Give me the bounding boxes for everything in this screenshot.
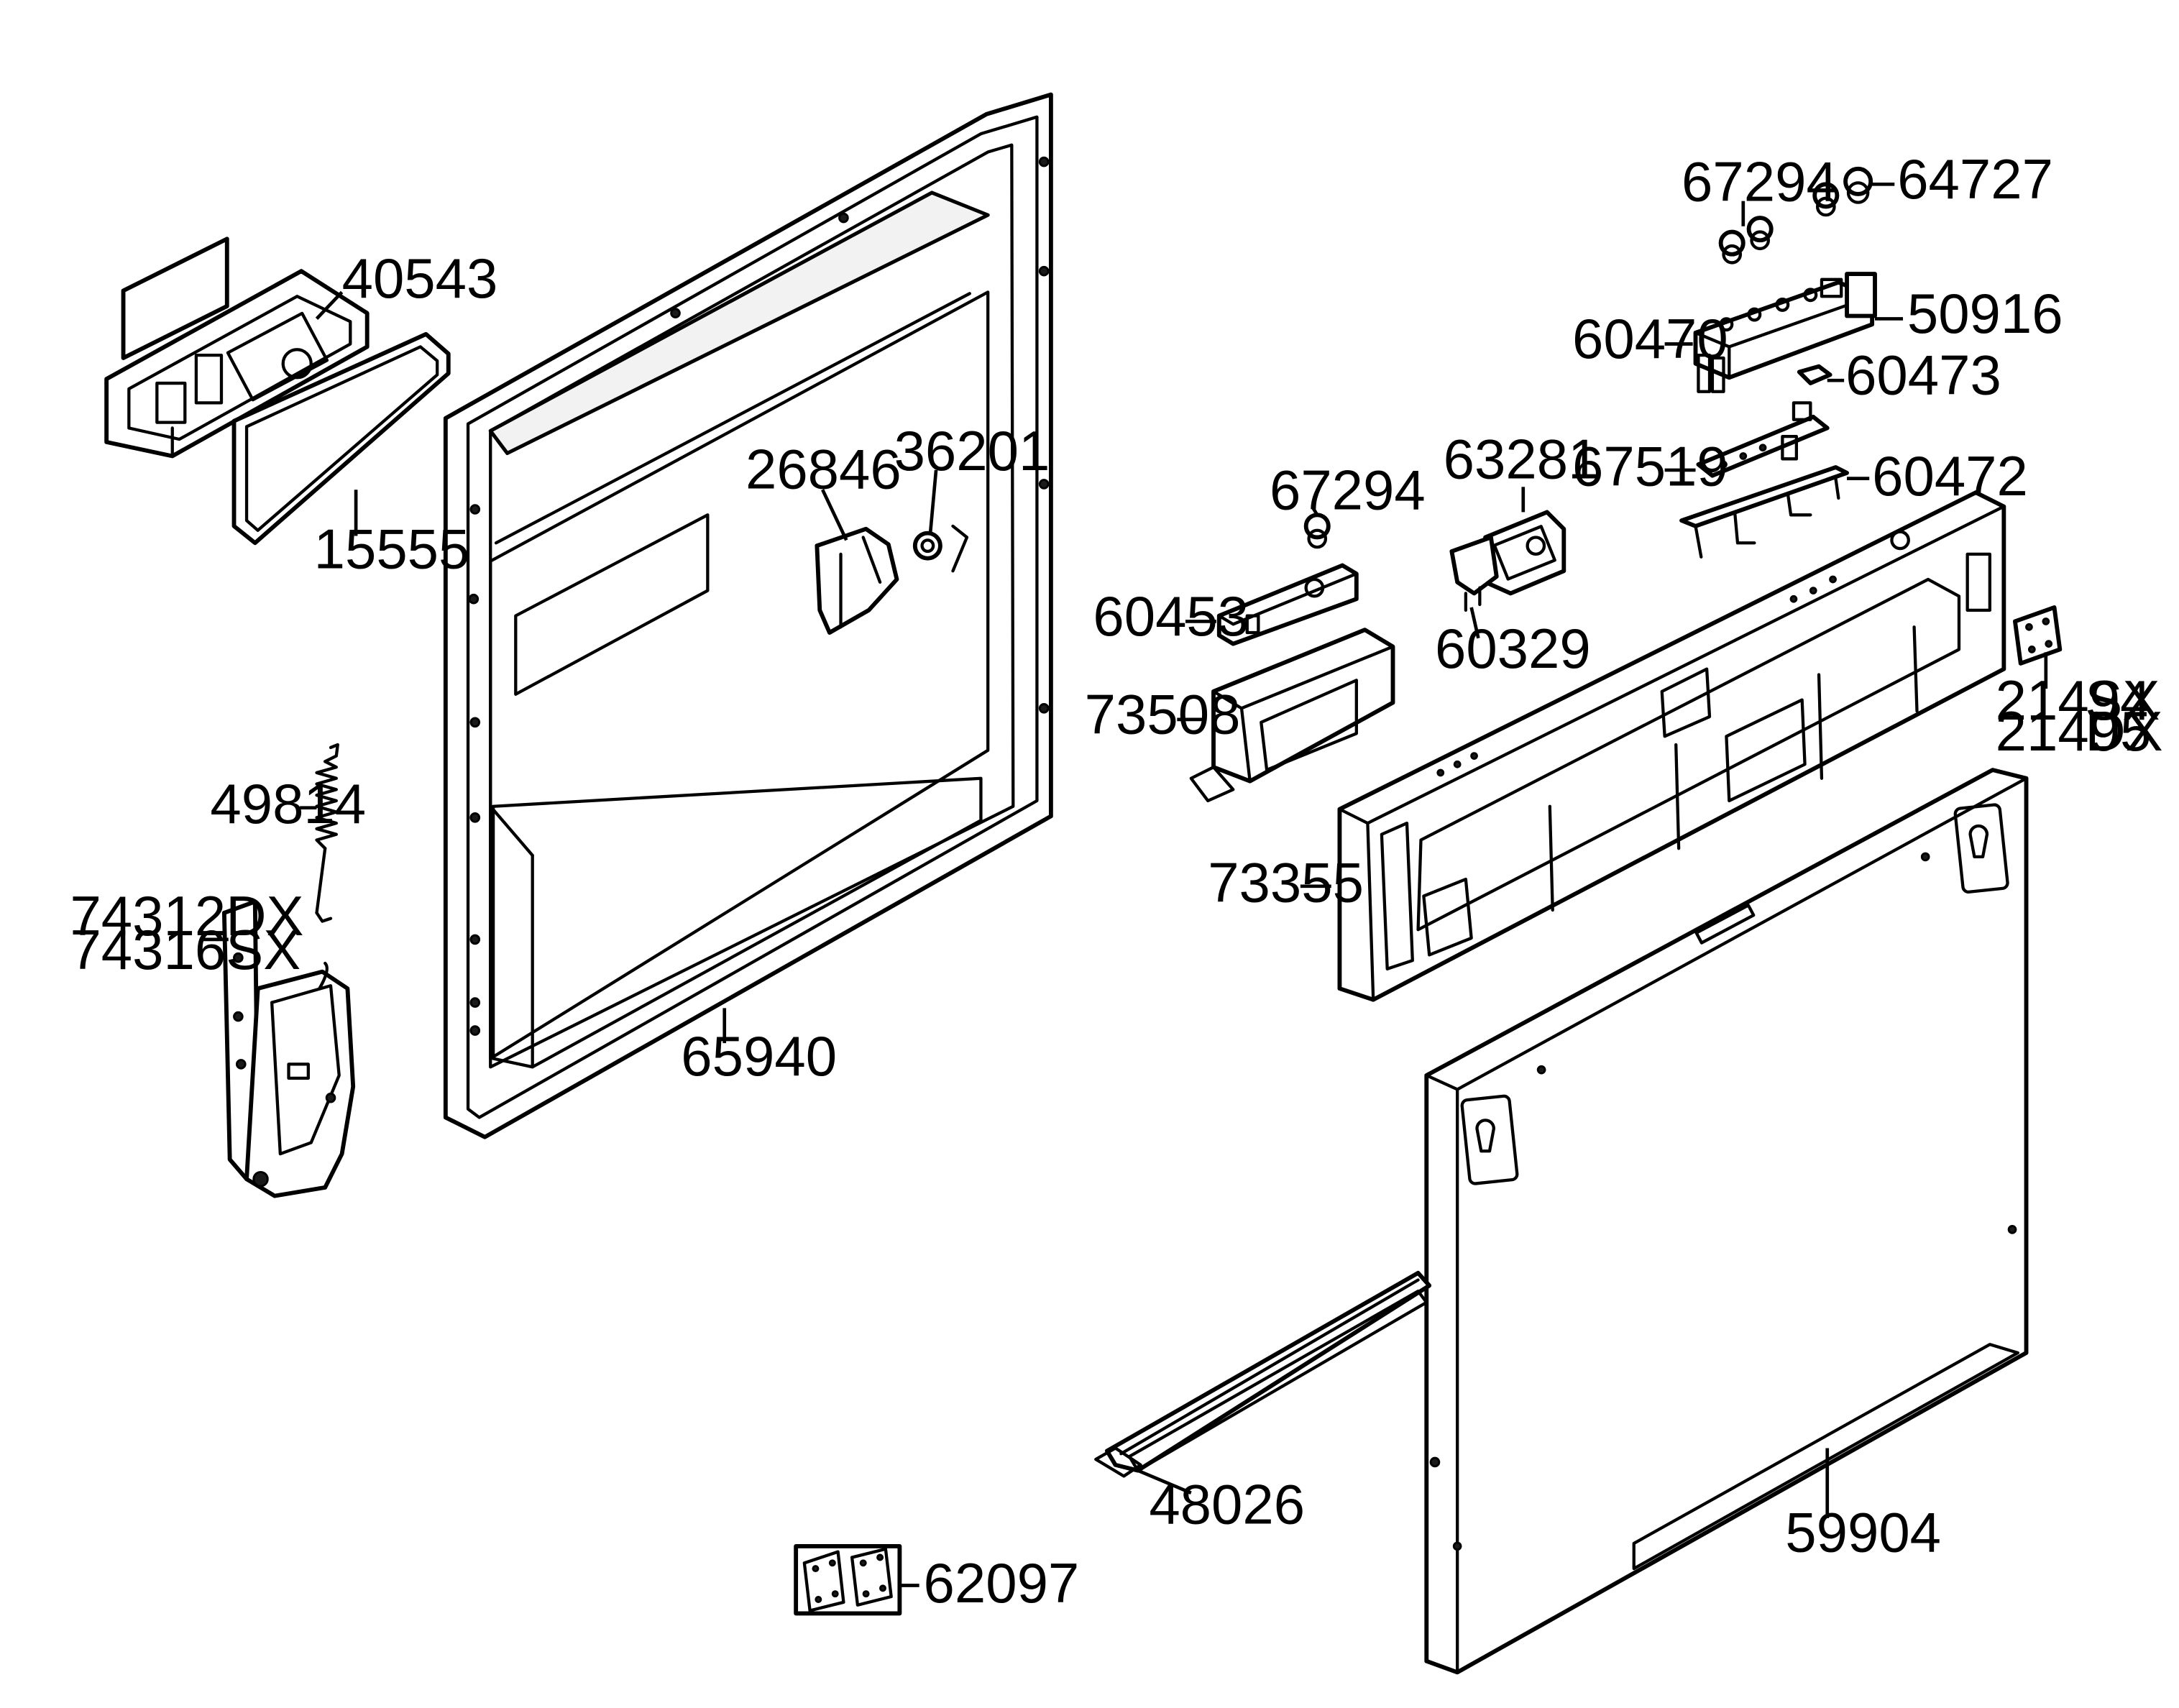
label-21494-side: SX [2085, 669, 2160, 732]
leader-lines [200, 182, 2048, 1587]
label-60453: 60453 [1093, 584, 1249, 648]
part-21494-plate [2013, 605, 2063, 666]
label-60473: 60473 [1845, 344, 2001, 407]
label-67294-top: 67294 [1682, 150, 1838, 214]
part-73508-housing [1189, 628, 1395, 803]
part-40543-control-module [104, 237, 370, 459]
label-60470: 60470 [1572, 307, 1728, 370]
label-26846: 26846 [746, 437, 902, 500]
part-36201-knob [912, 524, 969, 573]
label-21495: 21495 [1996, 699, 2152, 763]
label-65940: 65940 [681, 1024, 837, 1088]
part-labels: 40543 15555 26846 36201 49814 74312DX 74… [70, 147, 2162, 1615]
part-60472-support [1679, 465, 1849, 559]
label-48026: 48026 [1149, 1473, 1305, 1536]
part-15555-gasket [231, 331, 451, 546]
part-64727-buttons [1812, 166, 1873, 217]
part-60470-button-panel [1693, 280, 1875, 393]
label-74316: 74316SX [70, 918, 301, 981]
label-60472: 60472 [1872, 444, 2028, 508]
part-67294-buttons-top [1718, 216, 1774, 265]
part-26846-bracket [815, 526, 899, 635]
label-73355: 73355 [1208, 850, 1364, 914]
label-62097: 62097 [924, 1551, 1080, 1615]
part-62097-plates [794, 1543, 902, 1616]
label-21495-side: DX [2085, 699, 2162, 763]
label-64727: 64727 [1897, 147, 2053, 211]
label-40543: 40543 [342, 247, 498, 310]
part-65940-inner-door [443, 92, 1053, 1139]
part-63281-dispenser-actuator [1483, 510, 1566, 596]
label-60329: 60329 [1435, 617, 1591, 680]
label-74312: 74312DX [70, 884, 303, 947]
label-21494: 21494 [1996, 669, 2152, 732]
label-67294-mid: 67294 [1270, 458, 1426, 521]
part-59904-outer-door [1424, 768, 2029, 1675]
label-50916: 50916 [1907, 282, 2063, 345]
label-63281: 63281 [1444, 428, 1600, 491]
label-59904: 59904 [1785, 1501, 1941, 1564]
part-60453-cover [1216, 563, 1359, 646]
label-36201: 36201 [894, 419, 1050, 482]
part-48026-strip [1094, 1270, 1432, 1478]
part-60329-connector [1449, 535, 1499, 612]
part-49814-spring [315, 743, 339, 923]
part-73355-control-panel [1337, 490, 2006, 1002]
label-67519: 67519 [1572, 434, 1728, 497]
label-49814: 49814 [210, 772, 366, 835]
part-60473-chip [1797, 364, 1832, 385]
label-15555: 15555 [314, 517, 470, 580]
part-50916-switch [1820, 272, 1877, 318]
part-67519-pcb [1696, 401, 1830, 478]
label-73508: 73508 [1085, 682, 1241, 745]
part-74312-hinge [221, 899, 356, 1198]
